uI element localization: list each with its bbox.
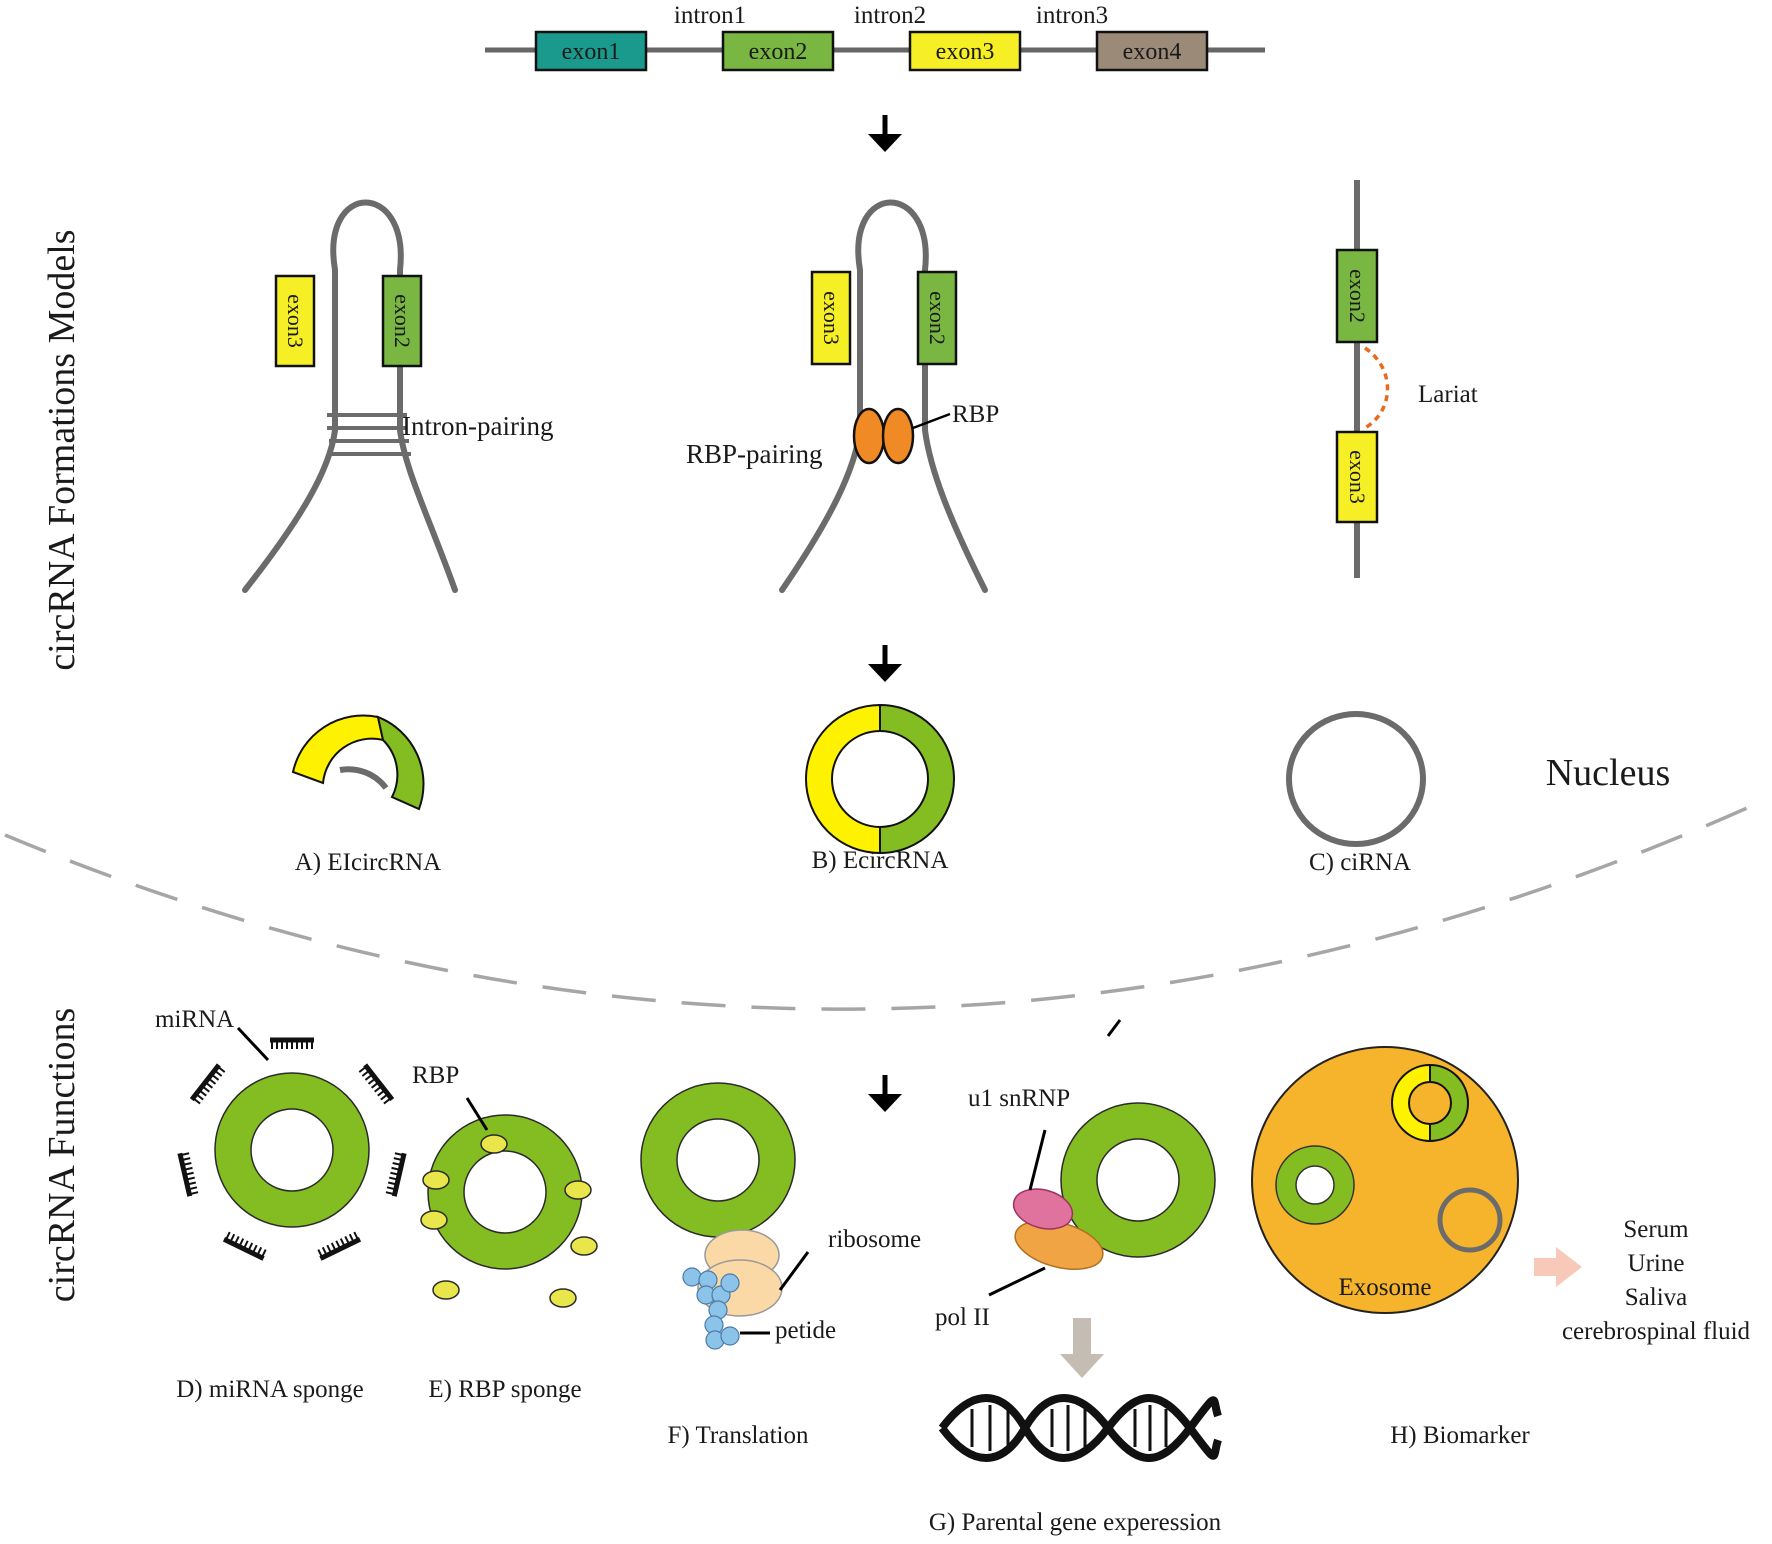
mirna-label: miRNA bbox=[155, 1006, 234, 1033]
down-arrow-icon bbox=[868, 645, 902, 682]
rbp-protein bbox=[564, 1180, 592, 1200]
translation-diagram bbox=[640, 1082, 810, 1350]
ribosome-label: ribosome bbox=[828, 1226, 921, 1253]
rbp-label: RBP bbox=[952, 401, 999, 428]
exosome-label: Exosome bbox=[1338, 1274, 1431, 1301]
intron1-label: intron1 bbox=[674, 2, 746, 29]
mirna-molecule bbox=[385, 1152, 407, 1197]
gene-structure: exon1 exon2 exon3 exon4 intron1 intron2 … bbox=[485, 2, 1265, 72]
mirna-sponge-diagram bbox=[177, 1026, 407, 1261]
down-arrow-icon bbox=[1060, 1318, 1104, 1378]
rbp-proteins bbox=[420, 1134, 598, 1308]
exon3-box bbox=[908, 30, 1022, 72]
parental-expression-diagram bbox=[938, 1019, 1222, 1462]
function-f-label: F) Translation bbox=[667, 1422, 809, 1449]
rbp-sponge-diagram bbox=[420, 1097, 598, 1308]
exon2-label: exon2 bbox=[1345, 269, 1370, 323]
rbp-protein bbox=[570, 1236, 598, 1256]
exon1-box bbox=[534, 30, 648, 72]
intron-pairing-label: Intron-pairing bbox=[402, 411, 553, 441]
type-b-label: B) EcircRNA bbox=[812, 847, 949, 874]
down-arrow-icon bbox=[868, 115, 902, 152]
intron3-label: intron3 bbox=[1036, 2, 1108, 29]
exon3-label: exon3 bbox=[283, 294, 308, 348]
mirna-molecule bbox=[189, 1063, 226, 1105]
function-g-label: G) Parental gene experession bbox=[929, 1509, 1222, 1536]
fluid-urine: Urine bbox=[1628, 1250, 1685, 1277]
u1-snrnp-protein bbox=[1012, 1188, 1074, 1230]
mirna-molecule bbox=[358, 1063, 395, 1105]
mirna-molecule bbox=[270, 1037, 314, 1049]
exon2-label: exon2 bbox=[749, 39, 808, 65]
mirna-molecule bbox=[177, 1152, 199, 1197]
rbp-sponge-label: RBP bbox=[412, 1062, 459, 1089]
exon2-box bbox=[721, 30, 835, 72]
rbp-protein bbox=[852, 407, 886, 465]
exon3-label: exon3 bbox=[1345, 450, 1370, 504]
intron-pairing-model: exon3 exon2 Intron-pairing bbox=[242, 199, 553, 593]
rbp-pairing-label: RBP-pairing bbox=[686, 439, 823, 469]
right-arrow-icon bbox=[1534, 1247, 1582, 1287]
exon3-box bbox=[274, 274, 316, 368]
mirna-molecules bbox=[177, 1037, 407, 1261]
functions-section-title: circRNA Functions bbox=[41, 1008, 83, 1302]
rbp-protein bbox=[420, 1210, 448, 1230]
u1-snrnp-label: u1 snRNP bbox=[968, 1085, 1070, 1112]
exon3-label: exon3 bbox=[936, 39, 995, 65]
lariat-label: Lariat bbox=[1418, 381, 1478, 408]
function-e-label: E) RBP sponge bbox=[428, 1376, 581, 1403]
rbp-pairing-model: exon3 exon2 RBP RBP-pairing bbox=[686, 199, 999, 593]
exon2-box bbox=[916, 270, 958, 366]
nuclear-membrane bbox=[4, 798, 1766, 1011]
rbp-protein bbox=[881, 407, 915, 465]
exon4-label: exon4 bbox=[1123, 39, 1182, 65]
exon2-box bbox=[1335, 248, 1379, 344]
lariat-model: exon2 exon3 Lariat bbox=[1335, 180, 1478, 578]
rbp-protein bbox=[480, 1134, 508, 1154]
function-h-label: H) Biomarker bbox=[1390, 1422, 1530, 1449]
rbp-protein bbox=[432, 1280, 460, 1300]
dna-helix-icon bbox=[938, 1394, 1222, 1462]
exon2-label: exon2 bbox=[925, 291, 950, 345]
mirna-molecule bbox=[317, 1231, 362, 1261]
rbp-protein bbox=[422, 1170, 450, 1190]
cirna-ring bbox=[1286, 711, 1426, 847]
type-a-label: A) EIcircRNA bbox=[295, 849, 441, 876]
exon3-box bbox=[1335, 430, 1379, 524]
peptide-chain bbox=[682, 1267, 740, 1350]
biomarker-diagram bbox=[1251, 1046, 1582, 1314]
formation-section-title: circRNA Formations Models bbox=[41, 229, 83, 670]
exon2-label: exon2 bbox=[390, 294, 415, 348]
mirna-molecule bbox=[222, 1231, 267, 1261]
pol2-label: pol II bbox=[935, 1304, 990, 1331]
exon3-label: exon3 bbox=[819, 291, 844, 345]
eicircrna-diagram bbox=[291, 714, 425, 811]
peptide-label: petide bbox=[775, 1317, 836, 1344]
exon4-box bbox=[1095, 30, 1209, 72]
exon2-box bbox=[381, 274, 423, 368]
intron2-label: intron2 bbox=[854, 2, 926, 29]
rbp-protein bbox=[549, 1288, 577, 1308]
nucleus-label: Nucleus bbox=[1546, 752, 1671, 794]
exon3-box bbox=[810, 270, 852, 366]
fluid-serum: Serum bbox=[1623, 1216, 1689, 1243]
fluid-csf: cerebrospinal fluid bbox=[1562, 1318, 1751, 1345]
ecircrna-diagram bbox=[805, 703, 955, 855]
down-arrow-icon bbox=[868, 1075, 902, 1112]
exon1-label: exon1 bbox=[562, 39, 621, 65]
function-d-label: D) miRNA sponge bbox=[176, 1376, 364, 1403]
type-c-label: C) ciRNA bbox=[1309, 849, 1411, 876]
fluid-saliva: Saliva bbox=[1625, 1284, 1688, 1311]
